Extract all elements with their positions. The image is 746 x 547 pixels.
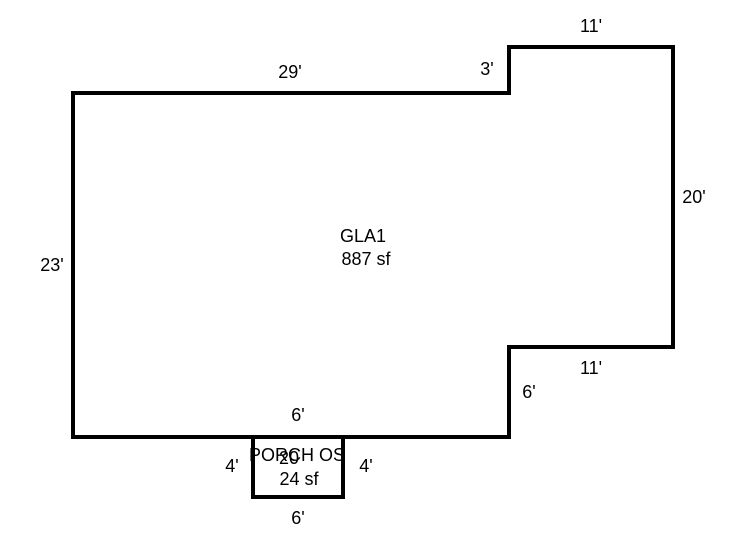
dim-gla-left: 23' [40, 255, 63, 275]
dim-gla-right: 20' [682, 187, 705, 207]
gla1-outline [71, 45, 675, 439]
dim-gla-right-top: 11' [580, 16, 602, 36]
gla1-name: GLA1 [340, 226, 386, 246]
dim-gla-step-bottom: 6' [522, 382, 535, 402]
dim-gla-bottom: 6' [291, 405, 304, 425]
gla1-area: 887 sf [341, 249, 391, 269]
dim-gla-right-bottom: 11' [580, 358, 602, 378]
dim-porch-right: 4' [359, 456, 372, 476]
porch-area: 24 sf [279, 469, 319, 489]
dim-porch-bottom: 6' [291, 508, 304, 528]
dim-gla-step: 3' [480, 59, 493, 79]
dim-gla-top: 29' [278, 62, 301, 82]
porch-name: PORCH OS [249, 445, 345, 465]
porch-overlap-label: 20 [279, 448, 299, 468]
porch-outline [251, 435, 345, 499]
dim-porch-left: 4' [225, 456, 238, 476]
